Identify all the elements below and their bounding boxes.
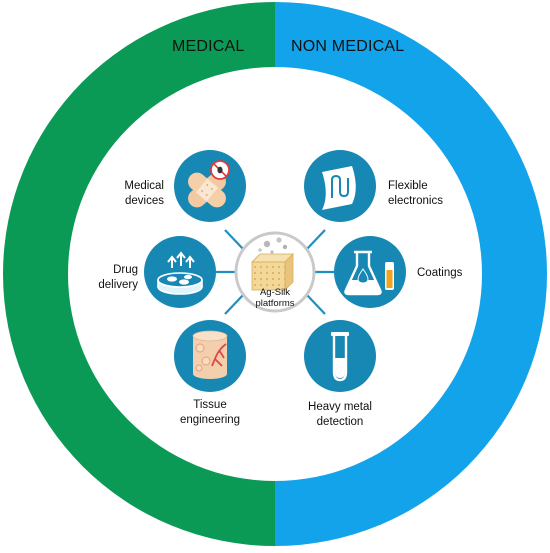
center-node: [234, 231, 316, 313]
tissue-engineering-label: Tissue engineering: [179, 399, 241, 426]
coatings-node: [334, 236, 406, 308]
heavy-metal-detection-node: [304, 320, 376, 392]
bandage-icon: [188, 160, 230, 208]
medical-devices-node: [174, 150, 246, 222]
test-tube-icon: [331, 332, 349, 382]
flask-icon: [344, 250, 394, 296]
tissue-scaffold-icon: [192, 330, 228, 379]
drug-delivery-node: [144, 236, 216, 308]
drug-delivery-label: Drug delivery: [98, 264, 138, 291]
center-label: Ag-Silk platforms: [246, 287, 304, 309]
non-medical-label: NON MEDICAL: [291, 38, 405, 55]
heavy-metal-detection-label: Heavy metal detection: [308, 401, 372, 428]
center-label-line2: platforms: [255, 298, 295, 309]
medical-devices-label: Medical devices: [124, 180, 164, 207]
tissue-engineering-node: [174, 320, 246, 392]
flexible-electronics-node: [304, 150, 376, 222]
medical-label: MEDICAL: [172, 38, 245, 55]
flexible-circuit-icon: [322, 166, 356, 210]
coatings-label: Coatings: [417, 267, 463, 279]
connectors: [216, 229, 334, 315]
petri-dish-pills-icon: [157, 251, 203, 295]
center-label-line1: Ag-Silk: [259, 287, 291, 298]
flexible-electronics-label: Flexible electronics: [388, 180, 443, 207]
